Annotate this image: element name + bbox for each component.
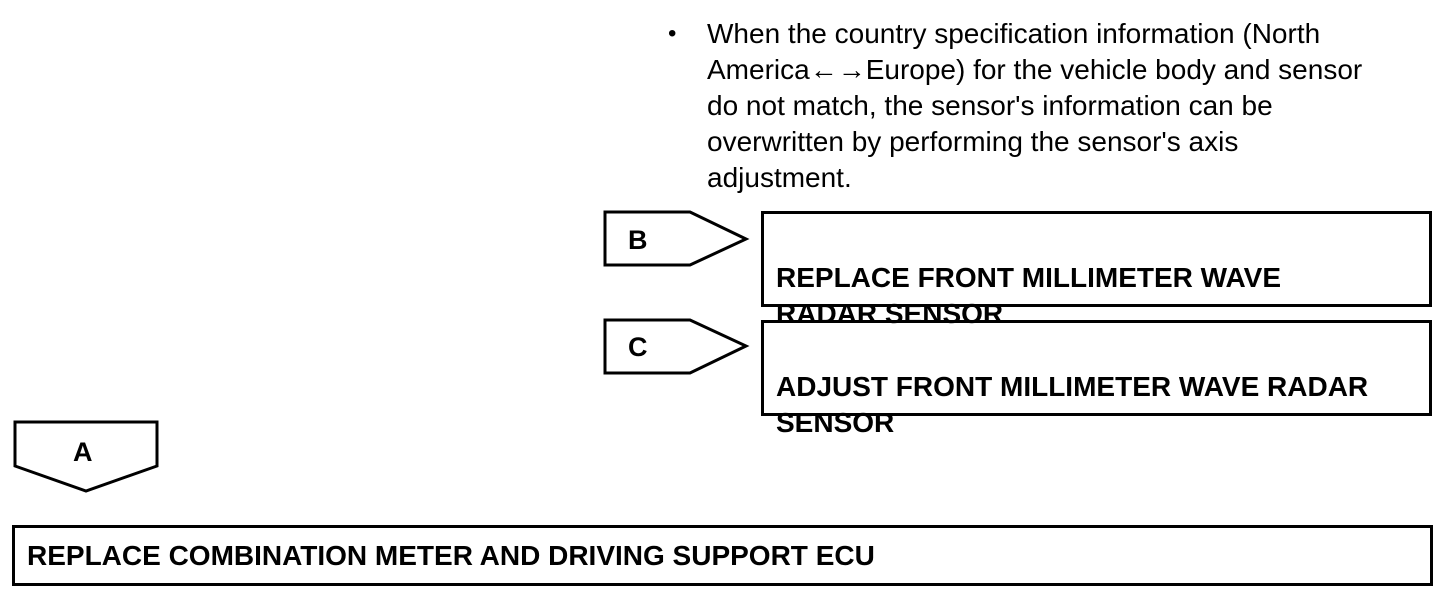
result-c-text: ADJUST FRONT MILLIMETER WAVE RADAR SENSO…	[776, 371, 1369, 438]
result-a-text: REPLACE COMBINATION METER AND DRIVING SU…	[27, 540, 875, 571]
result-box-c: ADJUST FRONT MILLIMETER WAVE RADAR SENSO…	[761, 320, 1432, 438]
result-box-b: REPLACE FRONT MILLIMETER WAVE RADAR SENS…	[761, 211, 1432, 329]
tag-b-label: B	[628, 225, 648, 255]
result-box-a: REPLACE COMBINATION METER AND DRIVING SU…	[12, 525, 1433, 586]
tag-c-label: C	[628, 332, 648, 362]
note-bullet: •	[668, 20, 677, 47]
tag-a-label: A	[73, 437, 93, 467]
note-text: When the country specification informati…	[707, 18, 1363, 193]
result-b-text: REPLACE FRONT MILLIMETER WAVE RADAR SENS…	[776, 262, 1282, 329]
